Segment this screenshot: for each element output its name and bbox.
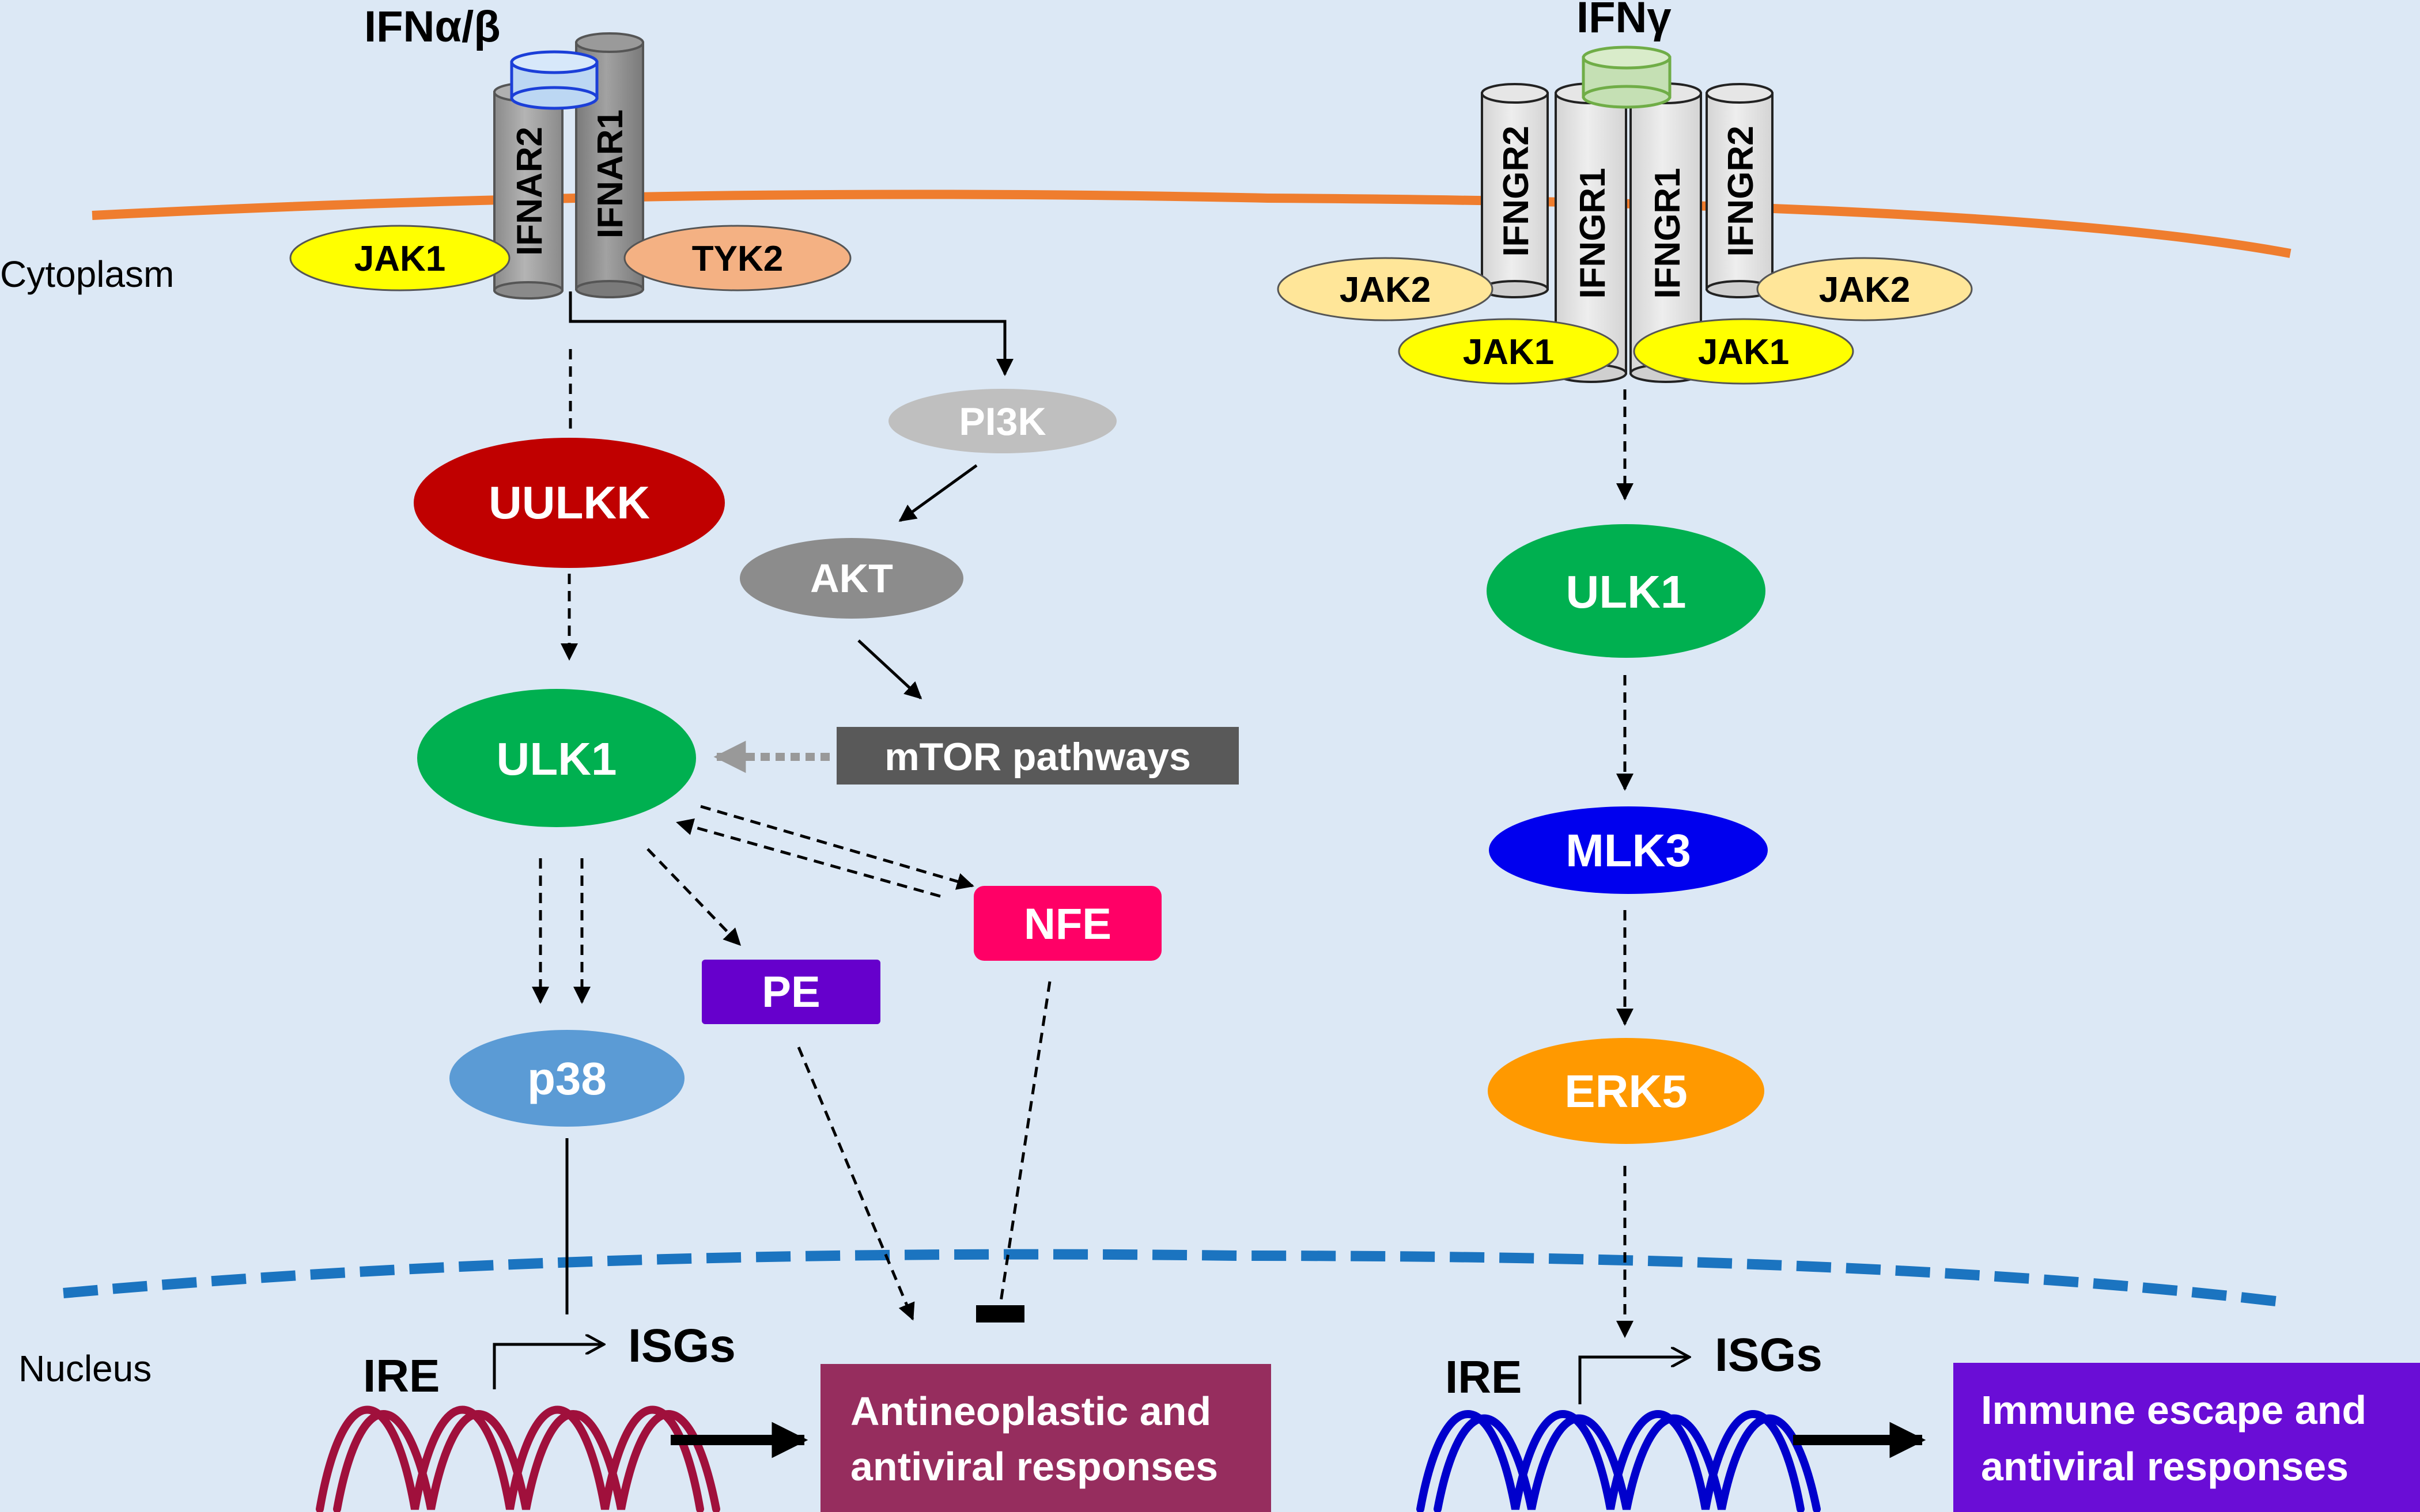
jak1-node-left: JAK1: [289, 225, 511, 291]
ifngr1-label-right: IFNGR1: [1648, 168, 1688, 298]
plasma-membrane: [92, 190, 2292, 258]
arrow-ulk1-to-pe: [646, 848, 742, 946]
outcome-box-right: Immune escape and antiviral responses: [1953, 1363, 2420, 1512]
uulkk-label: UULKK: [489, 477, 650, 528]
pi3k-label: PI3K: [959, 400, 1046, 444]
p38-label: p38: [527, 1053, 607, 1104]
ifn-alpha-beta-ligand: [510, 50, 599, 110]
dna-helix-left: [316, 1405, 720, 1512]
outcome-left-line1: Antineoplastic and: [850, 1389, 1211, 1434]
nuclear-membrane: [63, 1249, 2292, 1308]
jak1-node-right-b: JAK1: [1633, 318, 1854, 385]
arrow-pe-to-outcome: [797, 1047, 915, 1321]
uulkk-node: UULKK: [414, 438, 725, 568]
outcome-right-line1: Immune escape and: [1981, 1388, 2366, 1433]
ire-label-left: IRE: [363, 1350, 440, 1401]
pe-label: PE: [762, 968, 820, 1017]
arrow-receptor-to-pi3k: [569, 291, 1014, 376]
tyk2-node: TYK2: [623, 225, 852, 291]
ifngr2-label-right: IFNGR2: [1721, 126, 1761, 256]
isgs-label-right: ISGs: [1715, 1329, 1822, 1381]
ulk1-label-left: ULK1: [497, 733, 617, 785]
isgs-promoter-arrow-left: [493, 1344, 604, 1389]
ulk1-node-left: ULK1: [417, 689, 696, 827]
mlk3-node: MLK3: [1489, 806, 1768, 894]
ifnar1-label: IFNAR1: [591, 109, 630, 238]
p38-node: p38: [449, 1030, 685, 1127]
nfe-node: NFE: [974, 886, 1162, 961]
nucleus-label: Nucleus: [18, 1348, 152, 1389]
akt-node: AKT: [740, 538, 963, 619]
jak2-label-right: JAK2: [1819, 270, 1911, 310]
nfe-label: NFE: [1024, 900, 1111, 949]
ifn-gamma-ligand: [1582, 46, 1672, 109]
arrow-ulk1-to-nfe: [700, 805, 974, 890]
arrow-nfe-to-ulk1: [676, 818, 941, 898]
outcome-box-left: Antineoplastic and antiviral responses: [820, 1364, 1271, 1512]
erk5-node: ERK5: [1488, 1038, 1764, 1144]
jak1-label: JAK1: [354, 239, 446, 279]
ulk1-label-right: ULK1: [1566, 566, 1687, 617]
jak2-node-left: JAK2: [1277, 257, 1493, 321]
mtor-node: mTOR pathways: [837, 727, 1239, 785]
jak1-label-right-b: JAK1: [1698, 332, 1790, 372]
ifnar1-receptor: IFNAR1: [575, 32, 644, 298]
ifngr2-receptor-left: IFNGR2: [1481, 83, 1549, 298]
ifn-alpha-beta-label: IFNα/β: [364, 2, 501, 51]
erk5-label: ERK5: [1564, 1066, 1687, 1117]
ulk1-node-right: ULK1: [1487, 524, 1765, 658]
inhibit-nfe-to-outcome: [999, 981, 1052, 1306]
arrow-akt-to-mtor: [857, 639, 922, 700]
inhibition-bar: [976, 1305, 1024, 1322]
isgs-label-left: ISGs: [628, 1320, 736, 1372]
jak1-label-right-a: JAK1: [1463, 332, 1555, 372]
jak2-node-right: JAK2: [1756, 257, 1973, 321]
outcome-right-line2: antiviral responses: [1981, 1444, 2349, 1489]
ire-label-right: IRE: [1445, 1351, 1522, 1403]
dna-helix-right: [1416, 1410, 1821, 1512]
ifnar2-label: IFNAR2: [510, 127, 550, 256]
ifn-gamma-label: IFNγ: [1576, 0, 1672, 42]
cytoplasm-label: Cytoplasm: [0, 253, 174, 295]
arrow-pi3k-to-akt: [898, 464, 978, 522]
tyk2-label: TYK2: [692, 239, 783, 279]
jak2-label-left: JAK2: [1340, 270, 1431, 310]
mlk3-label: MLK3: [1566, 825, 1691, 876]
pi3k-node: PI3K: [888, 389, 1117, 453]
ifngr1-label-left: IFNGR1: [1573, 168, 1613, 298]
jak1-node-right-a: JAK1: [1398, 318, 1619, 385]
outcome-left-line2: antiviral responses: [850, 1444, 1218, 1489]
mtor-label: mTOR pathways: [884, 735, 1191, 779]
pe-node: PE: [702, 960, 880, 1024]
akt-label: AKT: [810, 556, 893, 601]
isgs-promoter-arrow-right: [1578, 1357, 1689, 1404]
ifngr2-label-left: IFNGR2: [1496, 126, 1536, 256]
ifngr2-receptor-right: IFNGR2: [1706, 83, 1774, 298]
